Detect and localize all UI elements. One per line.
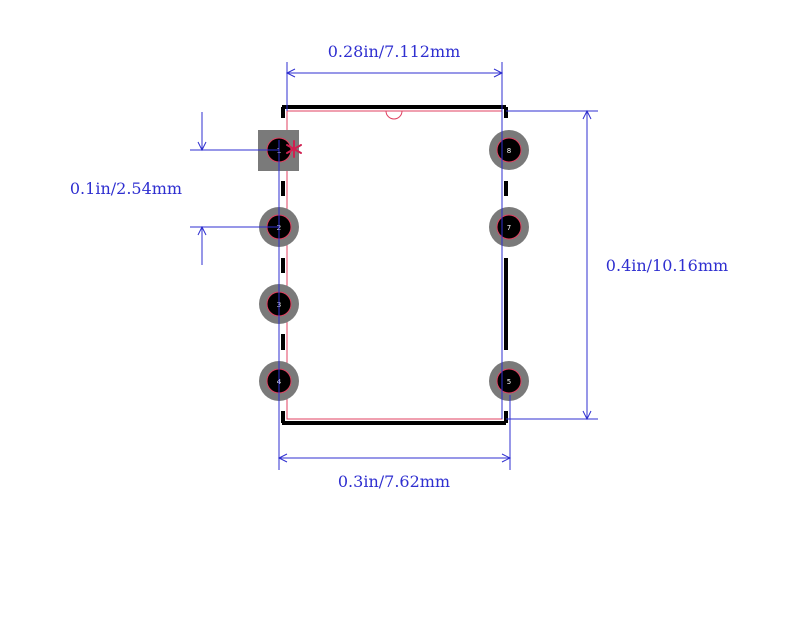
dimension-labels: 0.28in/7.112mm 0.1in/2.54mm 0.4in/10.16m… xyxy=(70,42,728,491)
pin-label-8: 8 xyxy=(507,147,511,155)
pads xyxy=(258,130,529,401)
pin-label-7: 7 xyxy=(507,224,511,232)
pin1-marker-icon xyxy=(286,140,302,158)
silkscreen-outline xyxy=(281,105,508,425)
drill-holes xyxy=(266,137,522,394)
pin-label-5: 5 xyxy=(507,378,511,386)
dimension-bottom-width: 0.3in/7.62mm xyxy=(338,472,450,491)
dimension-pitch: 0.1in/2.54mm xyxy=(70,179,182,198)
dimension-lines xyxy=(190,62,598,470)
dimension-height: 0.4in/10.16mm xyxy=(606,256,728,275)
body-courtyard xyxy=(286,110,503,420)
dimension-top-width: 0.28in/7.112mm xyxy=(328,42,461,61)
pin-labels: 1 2 3 4 8 7 5 xyxy=(277,147,511,386)
